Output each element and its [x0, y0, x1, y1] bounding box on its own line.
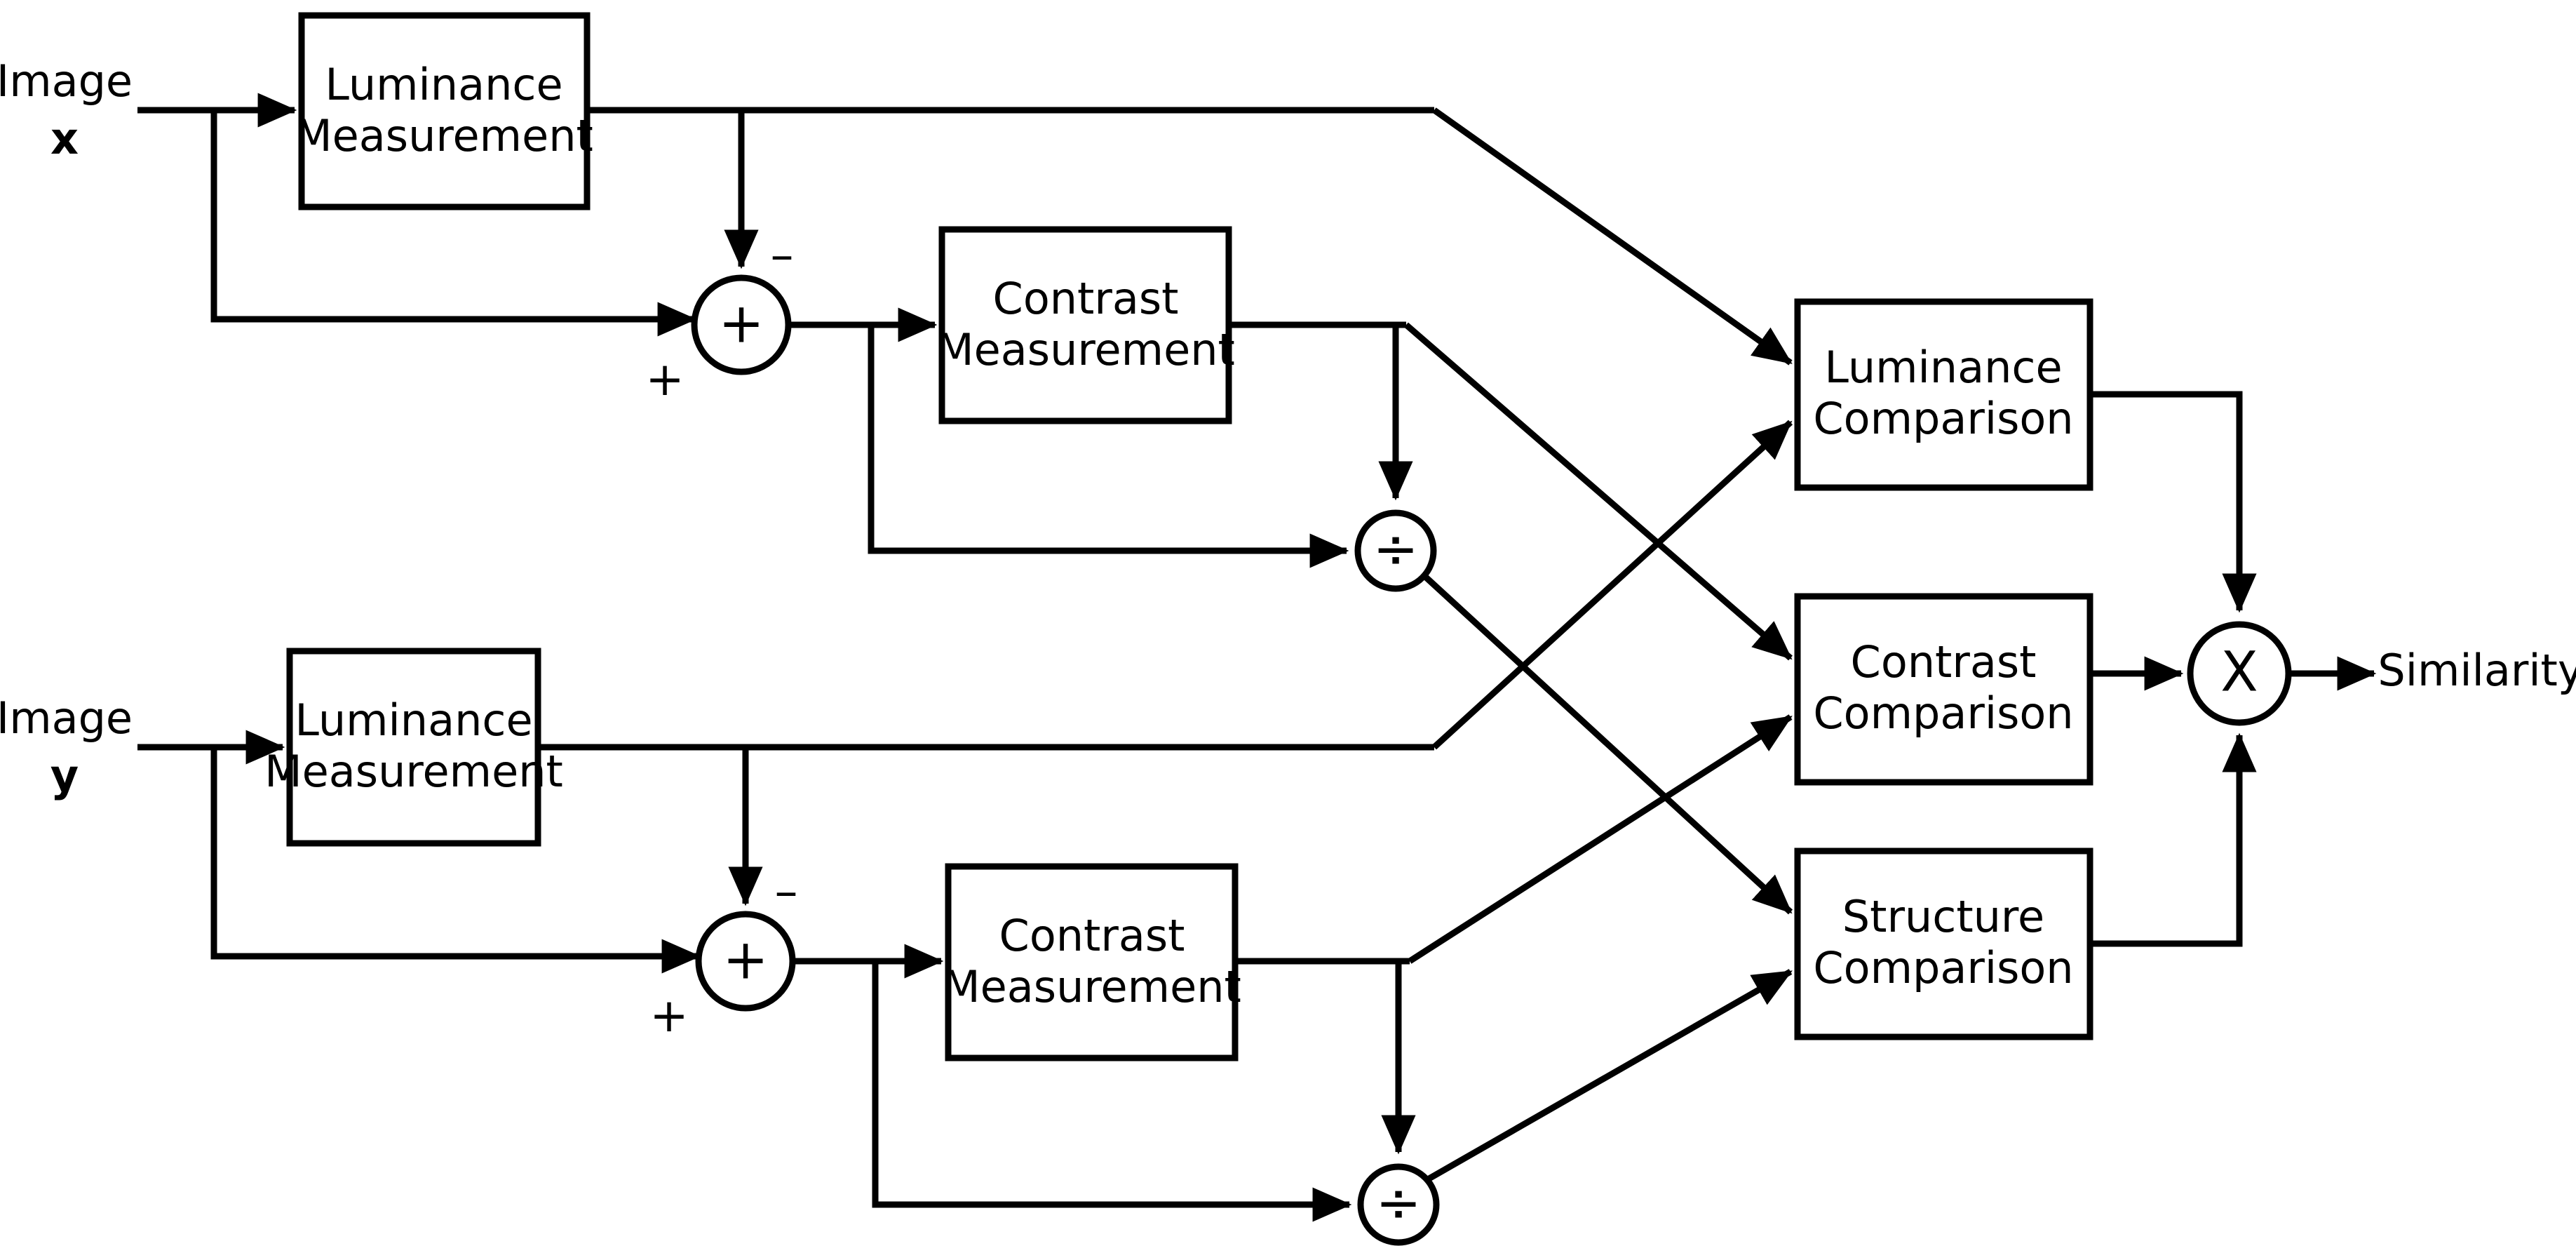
block-contrast-measurement-x-line1: Contrast — [993, 273, 1179, 324]
wire-image-y-tap-to-summing-junction — [210, 747, 701, 974]
wire-divider-x-to-structure-comparison — [1421, 572, 1793, 915]
block-luminance-measurement-x-line1: Luminance — [325, 59, 562, 110]
output-label-similarity: Similarity — [2378, 645, 2576, 696]
block-contrast-measurement-x-line2: Measurement — [936, 324, 1235, 375]
wire-luminance-x-to-luminance-comparison — [1432, 107, 1793, 366]
block-contrast-measurement-y-line1: Contrast — [999, 910, 1185, 961]
input-variable-x: x — [50, 113, 79, 164]
block-contrast-comparison — [1794, 593, 2093, 786]
operator-summing-junction-y-sign-top: – — [775, 864, 798, 918]
wire-image-x-tap-to-summing-junction — [210, 110, 697, 337]
operator-summing-junction-x-glyph: + — [718, 292, 764, 355]
operator-multiplier-glyph: X — [2220, 641, 2258, 704]
block-luminance-measurement-y-line1: Luminance — [295, 695, 532, 746]
operator-summing-junction-y-sign-left: + — [649, 989, 688, 1043]
wire-summing-junction-x-tap-to-divider — [868, 325, 1349, 568]
wire-luminance-comparison-to-multiplier — [2090, 391, 2257, 613]
wire-structure-comparison-to-multiplier — [2090, 732, 2257, 947]
block-luminance-comparison-line1: Luminance — [1824, 342, 2062, 393]
input-label-image-y: Image — [0, 692, 133, 744]
block-luminance-comparison-line2: Comparison — [1813, 393, 2073, 444]
block-contrast-measurement-y-line2: Measurement — [943, 961, 1241, 1012]
operator-divider-y-glyph: ÷ — [1375, 1172, 1421, 1235]
block-structure-comparison — [1794, 848, 2093, 1040]
operator-summing-junction-x-sign-top: – — [771, 228, 794, 282]
wire-contrast-x-to-contrast-comparison — [1404, 322, 1793, 661]
block-structure-comparison-line2: Comparison — [1813, 942, 2073, 993]
block-luminance-comparison — [1794, 298, 2093, 491]
block-contrast-comparison-line2: Comparison — [1813, 688, 2073, 739]
block-luminance-measurement-x-line2: Measurement — [295, 110, 593, 161]
wire-contrast-y-to-contrast-comparison — [1408, 714, 1793, 964]
operator-summing-junction-x-sign-left: + — [645, 352, 684, 406]
block-luminance-measurement-y — [286, 648, 541, 847]
wire-divider-y-to-structure-comparison — [1424, 969, 1793, 1183]
operator-divider-x — [1354, 509, 1437, 592]
block-luminance-measurement-y-line2: Measurement — [264, 746, 563, 797]
operator-summing-junction-y-glyph: + — [722, 928, 768, 991]
block-structure-comparison-line1: Structure — [1842, 891, 2044, 942]
input-variable-y: y — [50, 750, 79, 801]
wire-summing-junction-y-tap-to-divider — [872, 961, 1352, 1222]
operator-divider-x-glyph: ÷ — [1373, 518, 1418, 581]
operator-divider-y — [1357, 1163, 1440, 1246]
block-contrast-comparison-line1: Contrast — [1851, 636, 2037, 688]
block-contrast-measurement-x — [938, 226, 1232, 424]
block-contrast-measurement-y — [945, 863, 1239, 1061]
input-label-image-x: Image — [0, 55, 133, 107]
wire-luminance-y-to-luminance-comparison — [1431, 420, 1793, 750]
